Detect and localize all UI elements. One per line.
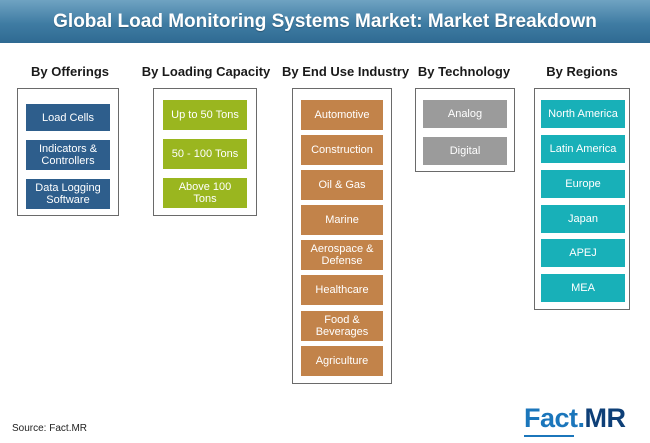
- group-regions: North America Latin America Europe Japan…: [534, 88, 630, 310]
- item-apej: APEJ: [541, 239, 625, 267]
- item-indicators-controllers: Indicators & Controllers: [26, 140, 110, 170]
- page-title: Global Load Monitoring Systems Market: M…: [53, 10, 597, 32]
- heading-technology: By Technology: [417, 64, 511, 79]
- heading-regions: By Regions: [546, 64, 618, 79]
- item-data-logging-software: Data Logging Software: [26, 179, 110, 209]
- group-technology: Analog Digital: [415, 88, 515, 172]
- logo-dot: .: [577, 402, 586, 433]
- item-up-to-50-tons: Up to 50 Tons: [163, 100, 247, 130]
- logo-suffix: MR: [584, 402, 627, 433]
- item-marine: Marine: [301, 205, 383, 235]
- item-mea: MEA: [541, 274, 625, 302]
- item-above-100-tons: Above 100 Tons: [163, 178, 247, 208]
- factmr-logo: Fact.MR: [524, 400, 644, 437]
- item-analog: Analog: [423, 100, 507, 128]
- item-north-america: North America: [541, 100, 625, 128]
- item-agriculture: Agriculture: [301, 346, 383, 376]
- logo-text: Fact.MR: [524, 403, 626, 434]
- item-aerospace-defense: Aerospace & Defense: [301, 240, 383, 270]
- item-food-beverages: Food & Beverages: [301, 311, 383, 341]
- group-offerings: Load Cells Indicators & Controllers Data…: [17, 88, 119, 216]
- logo-underline: [524, 435, 574, 437]
- group-end-use-industry: Automotive Construction Oil & Gas Marine…: [292, 88, 392, 384]
- item-50-100-tons: 50 - 100 Tons: [163, 139, 247, 169]
- item-digital: Digital: [423, 137, 507, 165]
- source-note: Source: Fact.MR: [12, 423, 88, 434]
- heading-loading-capacity: By Loading Capacity: [141, 64, 271, 79]
- title-banner: Global Load Monitoring Systems Market: M…: [0, 0, 650, 43]
- item-automotive: Automotive: [301, 100, 383, 130]
- item-europe: Europe: [541, 170, 625, 198]
- heading-end-use-industry: By End Use Industry: [282, 64, 410, 79]
- heading-offerings: By Offerings: [30, 64, 109, 79]
- logo-brand: Fact: [524, 402, 578, 433]
- item-load-cells: Load Cells: [26, 104, 110, 131]
- item-construction: Construction: [301, 135, 383, 165]
- item-oil-gas: Oil & Gas: [301, 170, 383, 200]
- item-healthcare: Healthcare: [301, 275, 383, 305]
- group-loading-capacity: Up to 50 Tons 50 - 100 Tons Above 100 To…: [153, 88, 257, 216]
- item-japan: Japan: [541, 205, 625, 233]
- item-latin-america: Latin America: [541, 135, 625, 163]
